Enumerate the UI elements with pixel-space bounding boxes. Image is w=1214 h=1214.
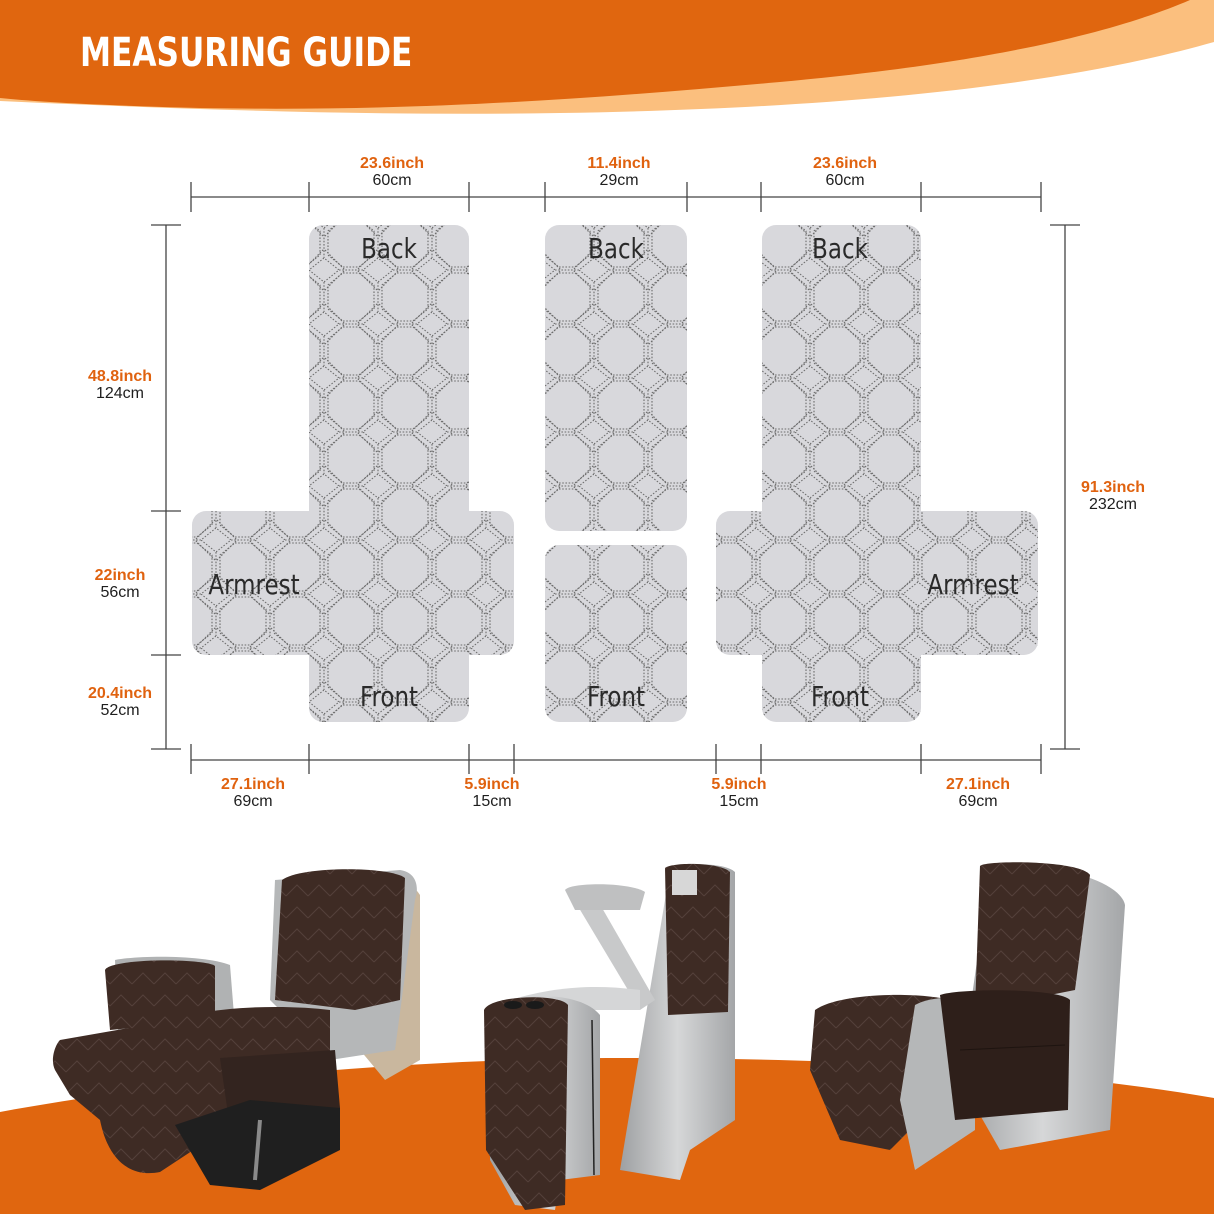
bottom-ruler — [190, 744, 1042, 774]
header-banner — [0, 0, 1214, 114]
right-cover-piece — [716, 225, 1038, 722]
dimension-right-total: 91.3inch 232cm — [1080, 479, 1146, 513]
orange-floor — [0, 1058, 1214, 1214]
dimension-bottom-1: 27.1inch 69cm — [220, 776, 286, 810]
label-left-back: Back — [361, 232, 417, 265]
dimension-left-front: 20.4inch 52cm — [87, 685, 153, 719]
dimension-left-armrest: 22inch 56cm — [94, 567, 146, 601]
header-main-wave — [0, 0, 1190, 109]
dimension-bottom-4: 27.1inch 69cm — [945, 776, 1011, 810]
left-cover-piece — [192, 225, 514, 722]
photo-recliner-pocket — [810, 862, 1125, 1170]
measurement-diagram — [151, 182, 1080, 774]
label-left-armrest: Armrest — [208, 568, 300, 601]
dimension-left-back: 48.8inch 124cm — [87, 368, 153, 402]
middle-cover-pieces — [545, 225, 687, 722]
label-right-back: Back — [812, 232, 868, 265]
right-ruler — [1050, 224, 1080, 750]
dimension-bottom-2: 5.9inch 15cm — [464, 776, 520, 810]
photo-console-open — [484, 863, 735, 1210]
dimension-top-right: 23.6inch 60cm — [812, 155, 878, 189]
photo-recliner-reclined — [52, 869, 420, 1190]
left-ruler — [151, 224, 181, 750]
label-left-front: Front — [359, 680, 419, 713]
label-middle-back: Back — [588, 232, 644, 265]
label-middle-front: Front — [586, 680, 646, 713]
top-ruler — [190, 182, 1042, 212]
dimension-bottom-3: 5.9inch 15cm — [711, 776, 767, 810]
page-title: MEASURING GUIDE — [80, 30, 413, 76]
dimension-top-middle: 11.4inch 29cm — [587, 155, 651, 189]
dimension-top-left: 23.6inch 60cm — [359, 155, 425, 189]
label-right-front: Front — [810, 680, 870, 713]
label-right-armrest: Armrest — [927, 568, 1019, 601]
